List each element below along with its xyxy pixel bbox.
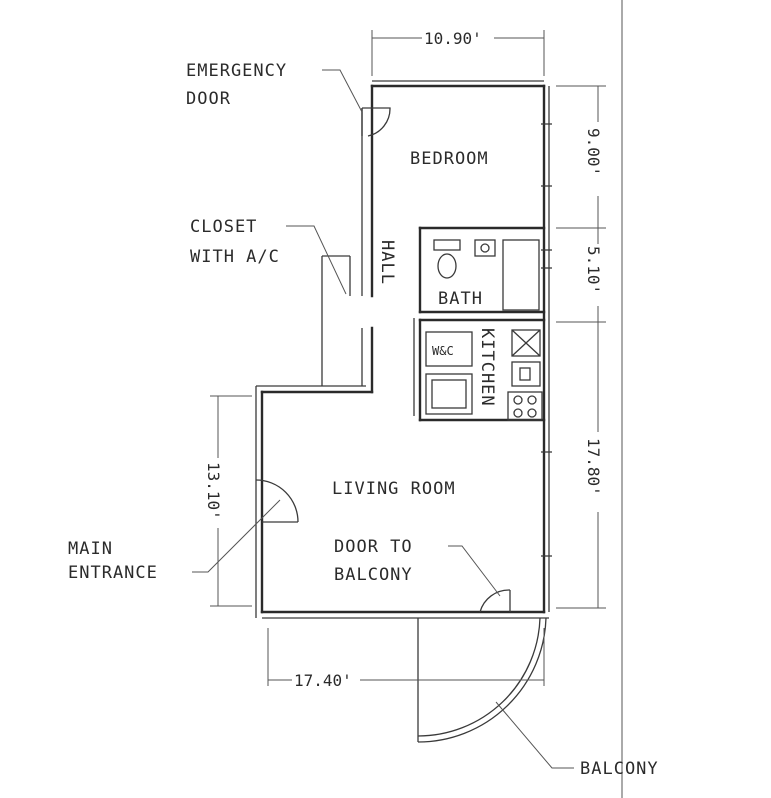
callout-main-entrance-2: ENTRANCE — [68, 563, 158, 583]
label-bedroom: BEDROOM — [410, 149, 489, 169]
callout-emergency-door-2: DOOR — [186, 89, 231, 109]
bath-fixtures — [433, 239, 540, 311]
callout-balcony: BALCONY — [580, 759, 659, 779]
label-living-room: LIVING ROOM — [332, 479, 456, 499]
balcony-door — [479, 589, 511, 613]
callout-closet-2: WITH A/C — [190, 247, 280, 267]
dim-bedroom-depth: 9.00' — [584, 128, 603, 176]
dim-bath-depth: 5.10' — [584, 246, 603, 294]
dim-top-width: 10.90' — [424, 29, 482, 48]
label-wc: W&C — [432, 344, 454, 358]
dishwasher-icon — [511, 361, 541, 387]
label-hall: HALL — [377, 240, 397, 285]
callout-emergency-door-1: EMERGENCY — [186, 61, 287, 81]
sink-icon — [474, 239, 496, 257]
closet — [321, 255, 351, 386]
callout-balcony-door-1: DOOR TO — [334, 537, 413, 557]
main-entrance-door — [255, 479, 299, 523]
callout-closet-1: CLOSET — [190, 217, 257, 237]
window-marks — [541, 123, 552, 557]
dim-living-depth: 17.80' — [584, 438, 603, 496]
emergency-door — [361, 107, 391, 137]
leader-lines — [192, 69, 574, 769]
toilet-icon — [433, 239, 461, 251]
kitchen-sink-icon — [511, 329, 541, 357]
label-bath: BATH — [438, 289, 483, 309]
kitchen-appliances — [507, 329, 543, 421]
dimension-lines — [210, 30, 606, 686]
label-kitchen: KITCHEN — [477, 328, 497, 407]
dim-bottom-width: 17.40' — [294, 671, 352, 690]
kitchen-walls — [418, 318, 546, 422]
dim-entrance-wall: 13.10' — [204, 462, 223, 520]
callout-balcony-door-2: BALCONY — [334, 565, 413, 585]
bath-walls — [413, 226, 546, 416]
stove-icon — [507, 391, 543, 421]
callout-main-entrance-1: MAIN — [68, 539, 113, 559]
outer-walls — [255, 80, 550, 619]
